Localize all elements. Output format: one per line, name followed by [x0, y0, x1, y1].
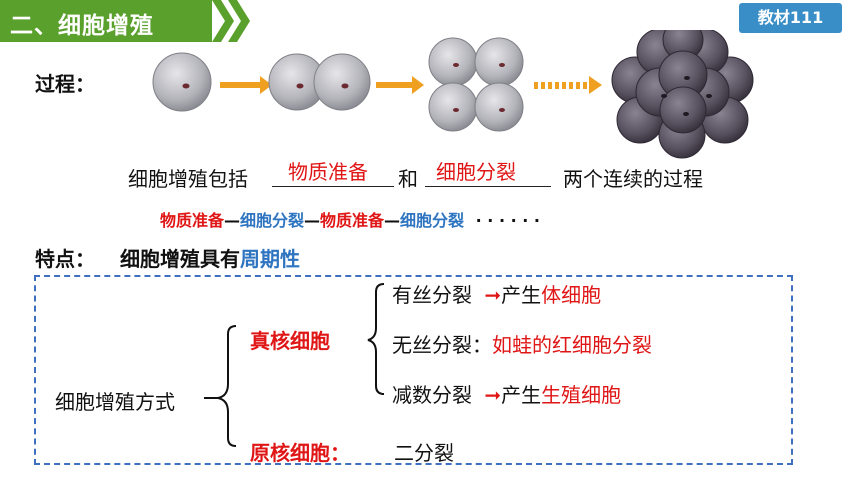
produce-text: 产生: [501, 383, 542, 407]
classification-brackets: [204, 283, 385, 447]
dashed-arrow-icon: [534, 76, 602, 94]
sequence-item: 物质准备: [320, 211, 385, 230]
sequence-ellipsis: · · · · · ·: [475, 211, 540, 230]
features-text-prefix: 细胞增殖具有: [120, 247, 240, 271]
features-label: 特点：: [35, 247, 95, 271]
answer-material-preparation: 物质准备: [288, 160, 368, 184]
answer-blank-2: [425, 186, 551, 187]
section-title: 二、细胞增殖: [10, 13, 154, 39]
amitosis-row: 无丝分裂：如蛙的红细胞分裂: [392, 329, 652, 358]
prokaryotic-cell: 原核细胞：: [250, 441, 350, 465]
conjunction-and: 和: [398, 167, 418, 191]
features-text: 细胞增殖具有周期性: [120, 243, 300, 272]
answer-blank-1: [272, 186, 394, 187]
frog-red-blood-cell-example: 如蛙的红细胞分裂: [492, 333, 652, 357]
germ-cell: 生殖细胞: [541, 383, 622, 407]
arrow-right-icon: ➞: [484, 283, 502, 307]
four-cell-stage: [428, 37, 524, 132]
arrow-right-icon: [376, 76, 424, 94]
binary-fission: 二分裂: [394, 441, 454, 465]
process-sentence-suffix: 两个连续的过程: [563, 167, 703, 191]
meiosis-label: 减数分裂: [392, 383, 472, 407]
sequence-item: 细胞分裂: [400, 211, 465, 230]
sequence-item: 细胞分裂: [240, 211, 305, 230]
produce-text: 产生: [501, 283, 542, 307]
single-cell: [152, 52, 212, 112]
mitosis-label: 有丝分裂: [392, 283, 472, 307]
cycle-sequence: 物质准备—细胞分裂—物质准备—细胞分裂 · · · · · ·: [160, 207, 540, 231]
section-title-bar: [0, 0, 212, 42]
mitosis-row: 有丝分裂 ➞产生体细胞: [392, 279, 601, 308]
two-cell-stage: [268, 53, 371, 111]
process-sentence-prefix: 细胞增殖包括: [128, 167, 248, 191]
arrow-right-icon: ➞: [484, 383, 502, 407]
cell-division-illustration: [152, 30, 754, 159]
eukaryotic-cell: 真核细胞: [250, 329, 330, 353]
sequence-item: 物质准备: [160, 211, 225, 230]
arrow-right-icon: [220, 76, 272, 94]
process-label: 过程：: [35, 72, 95, 96]
features-highlight: 周期性: [240, 247, 300, 271]
division-modes-box: [34, 275, 793, 465]
cell-cluster: [611, 30, 754, 159]
amitosis-label: 无丝分裂：: [392, 333, 492, 357]
division-modes-root: 细胞增殖方式: [55, 390, 175, 414]
answer-cell-division: 细胞分裂: [436, 160, 516, 184]
sequence-dash: —: [224, 211, 241, 230]
textbook-page-badge: 教材111: [739, 3, 842, 33]
sequence-dash: —: [304, 211, 321, 230]
meiosis-row: 减数分裂 ➞产生生殖细胞: [392, 379, 621, 408]
sequence-dash: —: [384, 211, 401, 230]
somatic-cell: 体细胞: [541, 283, 602, 307]
chevron-right-icon: [212, 0, 250, 42]
